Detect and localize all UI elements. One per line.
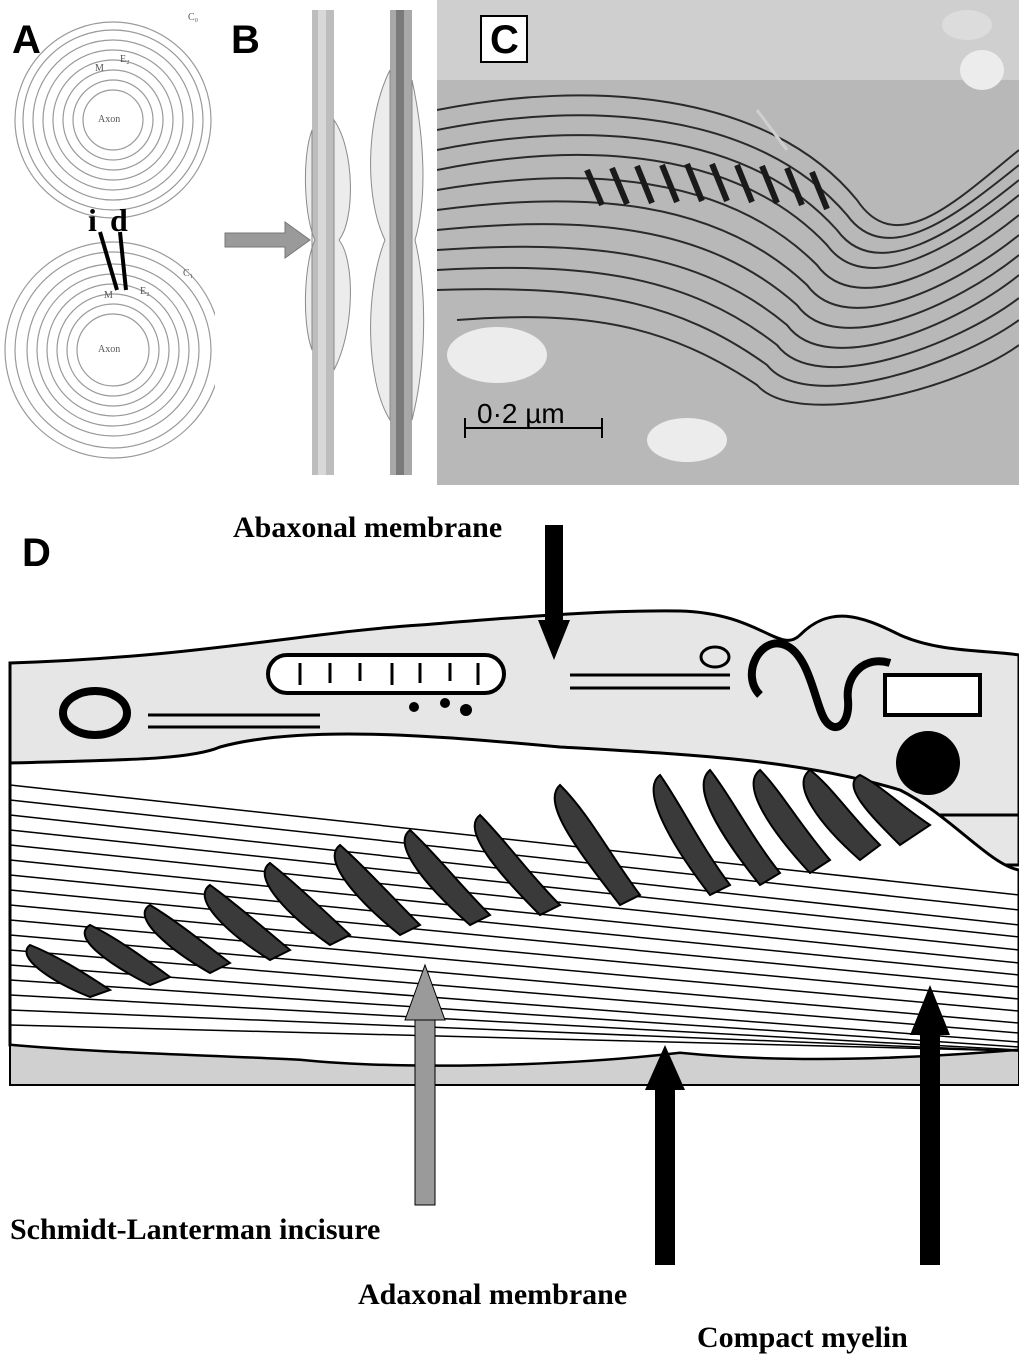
panel-b-letter: B	[231, 20, 260, 60]
panel-b-micrograph	[215, 0, 435, 480]
panel-c-letter: C	[490, 20, 519, 60]
panel-c: C 0·2 µm	[437, 0, 1019, 485]
panel-a: A M E₂ C₀ Axon i d M E₂ C₁ Axon	[0, 0, 215, 480]
panel-a-bottom-e-label: E₂	[140, 286, 150, 297]
panel-a-top-axon-label: Axon	[98, 114, 120, 125]
abaxonal-membrane-label: Abaxonal membrane	[233, 513, 502, 543]
schmidt-lanterman-incisure-label: Schmidt-Lanterman incisure	[10, 1215, 380, 1245]
panel-a-top-c-label: C₀	[188, 12, 198, 23]
panel-a-bottom-c-label: C₁	[183, 268, 193, 279]
panel-a-top-m-label: M	[95, 63, 104, 74]
panel-a-diagram	[0, 0, 215, 480]
adaxonal-membrane-label: Adaxonal membrane	[358, 1280, 627, 1310]
panel-b: B	[215, 0, 435, 480]
panel-a-letter: A	[12, 20, 41, 60]
panel-c-scale-bar-label: 0·2 µm	[477, 398, 565, 430]
panel-a-pointer-d-label: d	[110, 202, 128, 239]
panel-a-bottom-m-label: M	[104, 290, 113, 301]
panel-a-pointer-i-label: i	[88, 202, 97, 239]
compact-myelin-label: Compact myelin	[697, 1323, 908, 1353]
panel-d: D	[0, 485, 1019, 1359]
panel-a-top-e-label: E₂	[120, 54, 130, 65]
panel-a-bottom-axon-label: Axon	[98, 344, 120, 355]
